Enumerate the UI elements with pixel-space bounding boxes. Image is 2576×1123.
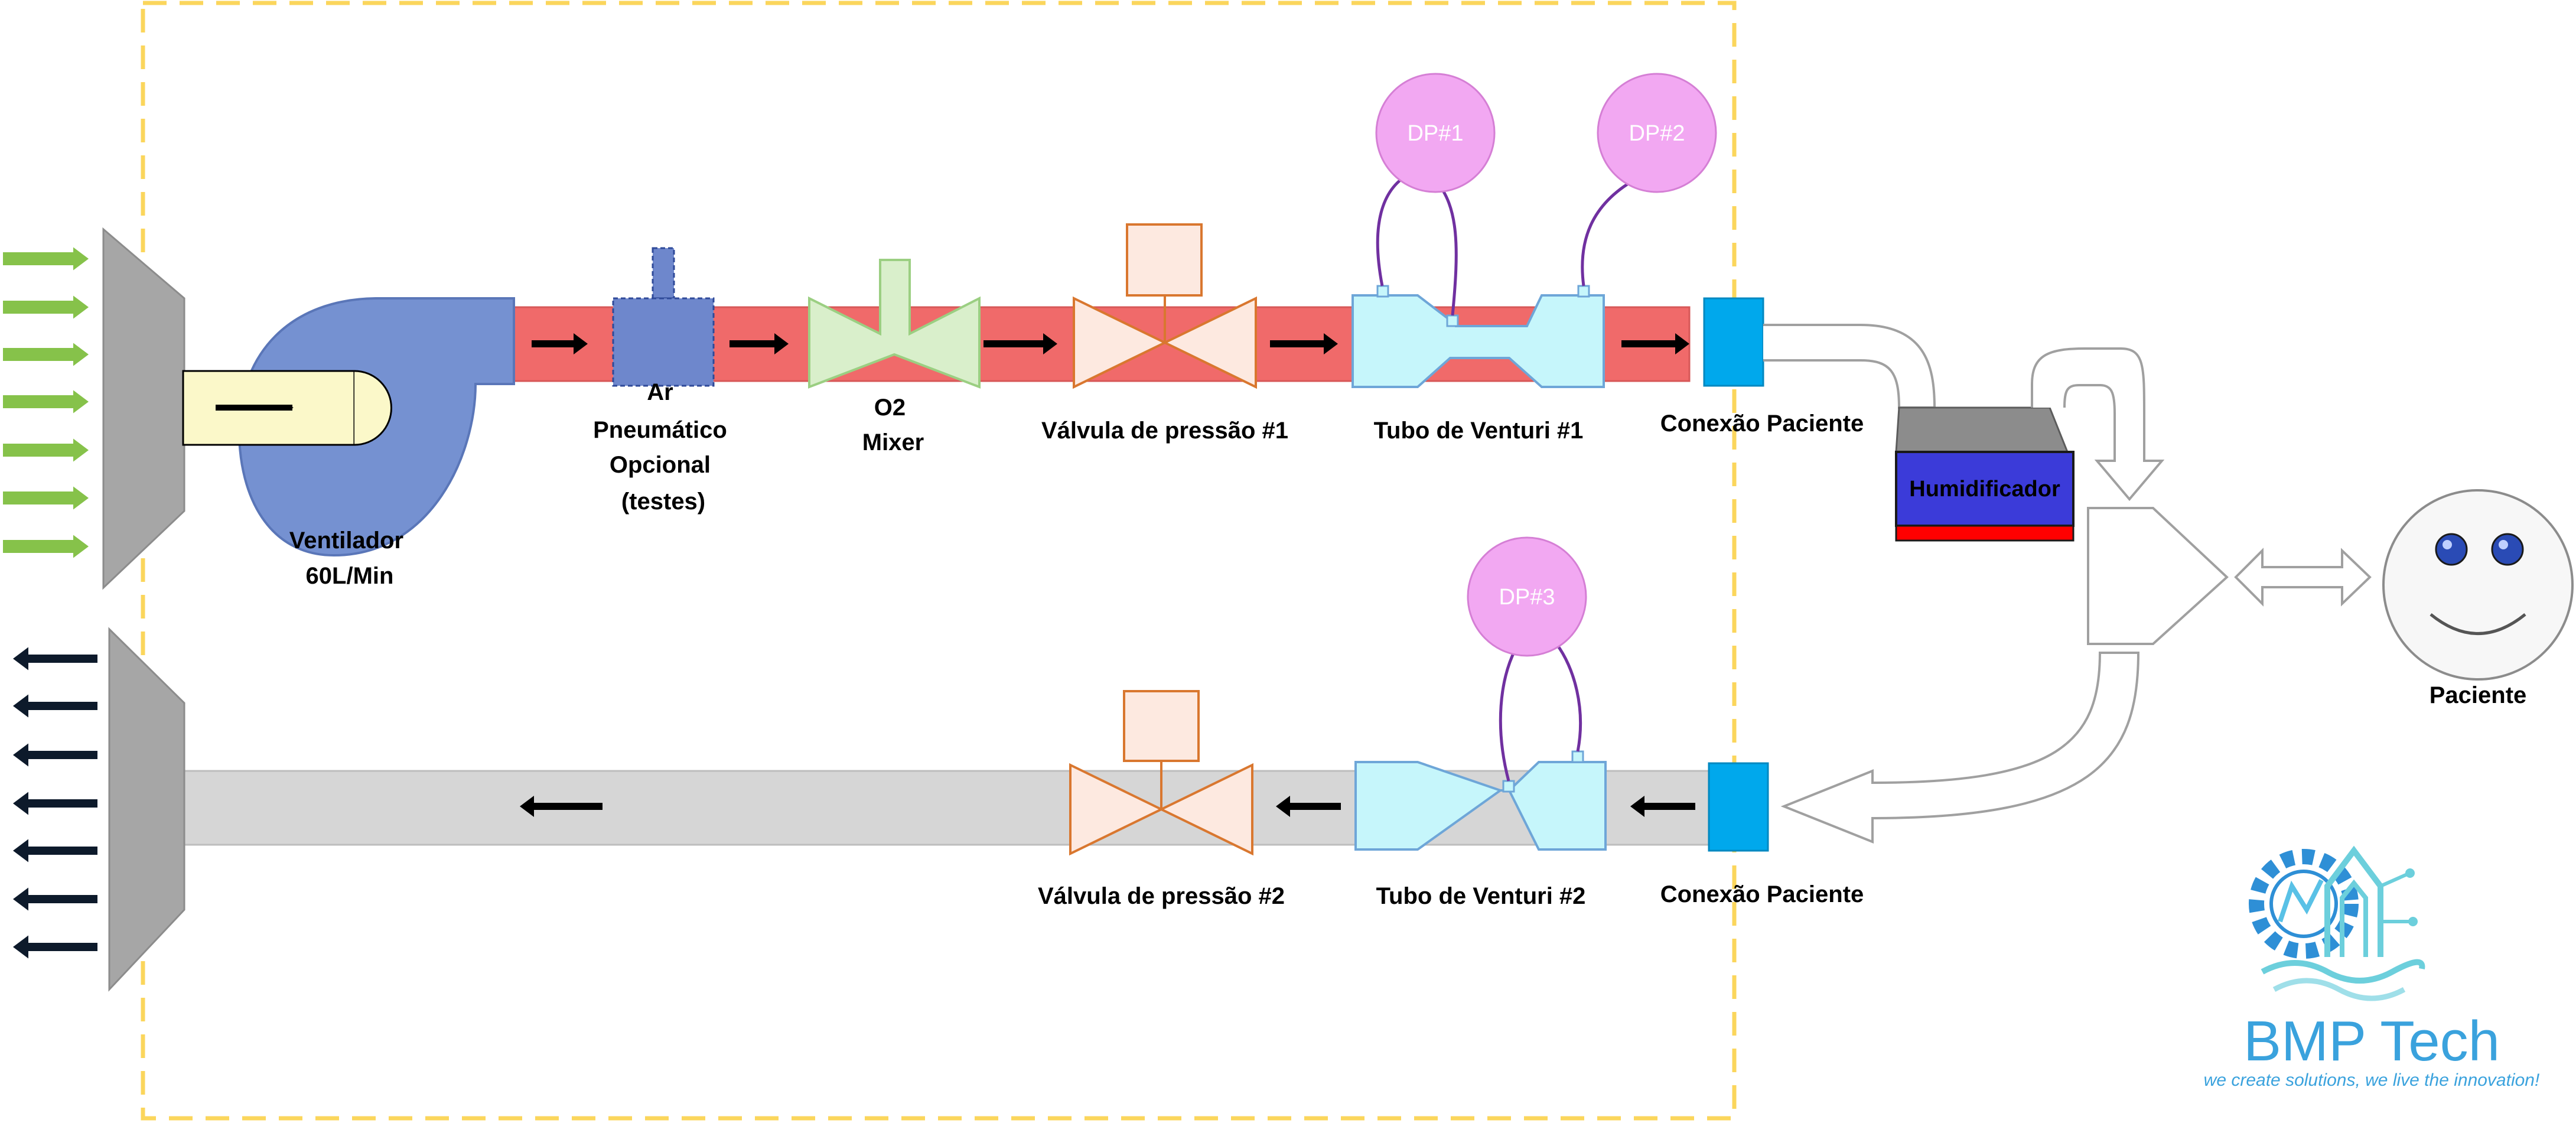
exhaust-arrow-icon [13, 743, 97, 767]
humidificador [1895, 406, 2075, 542]
paciente-label: Paciente [2430, 682, 2527, 708]
venturi-1-label: Tubo de Venturi #1 [1374, 418, 1584, 444]
brand-name: BMP Tech [2243, 1010, 2500, 1073]
dp3-sensor [1467, 536, 1587, 657]
ventilador-label: Ventilador 60L/Min [289, 528, 411, 589]
exhaust-arrow-icon [13, 887, 97, 911]
pressure-valve-1 [1073, 223, 1257, 389]
y-piece [2087, 507, 2229, 645]
dp3-wire-b [1555, 643, 1582, 752]
intake-arrow-icon [3, 247, 89, 271]
flow-arrow-icon [532, 333, 588, 354]
dp2-label: DP#2 [1629, 121, 1685, 146]
air-intake [102, 227, 185, 590]
flow-arrow-icon [520, 796, 603, 817]
bidirectional-arrow [2234, 548, 2372, 607]
dp1-label: DP#1 [1407, 121, 1463, 146]
venturi-tube-1 [1351, 285, 1605, 388]
return-flow-arrows [520, 796, 1695, 817]
paciente-face [2382, 489, 2574, 681]
return-pipe [183, 770, 1712, 846]
gear-icon [2249, 849, 2359, 959]
o2-mixer-label: O2 Mixer [862, 395, 924, 455]
intake-arrows [3, 247, 89, 558]
flow-arrow-icon [1621, 333, 1689, 354]
dp1-wire-b [1434, 179, 1458, 316]
exhaust-arrow-icon [13, 935, 97, 959]
tube-to-humidifier [1763, 324, 1936, 409]
flow-arrow-icon [983, 333, 1057, 354]
intake-arrow-icon [3, 295, 89, 319]
exhaust-arrow-icon [13, 694, 97, 718]
ar-pneumatico-label: Ar Pneumático Opcional (testes) [593, 379, 734, 515]
exhaust-arrow-icon [13, 792, 97, 815]
dp2-wire [1581, 175, 1640, 287]
dp3-label: DP#3 [1499, 585, 1555, 610]
flow-arrow-icon [1630, 796, 1695, 817]
venturi-2-label: Tubo de Venturi #2 [1376, 883, 1586, 909]
brand-tagline: we create solutions, we live the innovat… [2204, 1070, 2540, 1090]
supply-flow-arrows [532, 333, 1689, 354]
system-boundary [141, 1, 1737, 1121]
dp2-sensor [1597, 73, 1717, 193]
flow-arrow-icon [1270, 333, 1338, 354]
patient-connection-1 [1703, 297, 1764, 387]
humidificador-label: Humidificador [1909, 477, 2060, 502]
conn-1-label: Conexão Paciente [1660, 411, 1864, 437]
o2-mixer [808, 259, 981, 389]
ventilador-fan [182, 297, 515, 557]
dp1-wire-a [1376, 172, 1410, 287]
exhaust-arrow-icon [13, 839, 97, 862]
patient-connection-2 [1708, 762, 1769, 852]
bmp-tech-logo: BMP Tech we create solutions, we live th… [2204, 845, 2540, 1090]
conn-2-label: Conexão Paciente [1660, 881, 1864, 907]
flow-arrow-icon [1276, 796, 1341, 817]
valve-1-label: Válvula de pressão #1 [1041, 418, 1288, 444]
intake-arrow-icon [3, 535, 89, 558]
flow-arrow-icon [730, 333, 789, 354]
wave-icon [2261, 959, 2425, 1001]
air-exhaust [108, 627, 185, 992]
venturi-tube-2 [1354, 750, 1607, 851]
dp1-sensor [1375, 73, 1496, 193]
intake-arrow-icon [3, 343, 89, 366]
house-circuit-icon [2324, 845, 2418, 957]
ar-pneumatico-port [612, 247, 715, 387]
tube-return-to-connection [1780, 652, 2140, 844]
valve-2-label: Válvula de pressão #2 [1038, 883, 1285, 909]
pressure-valve-2 [1069, 690, 1253, 856]
intake-arrow-icon [3, 438, 89, 462]
exhaust-arrows [13, 647, 97, 959]
intake-arrow-icon [3, 390, 89, 414]
intake-arrow-icon [3, 486, 89, 510]
tube-humidifier-to-y [2031, 347, 2165, 502]
exhaust-arrow-icon [13, 647, 97, 670]
dp3-wire-a [1499, 649, 1517, 782]
